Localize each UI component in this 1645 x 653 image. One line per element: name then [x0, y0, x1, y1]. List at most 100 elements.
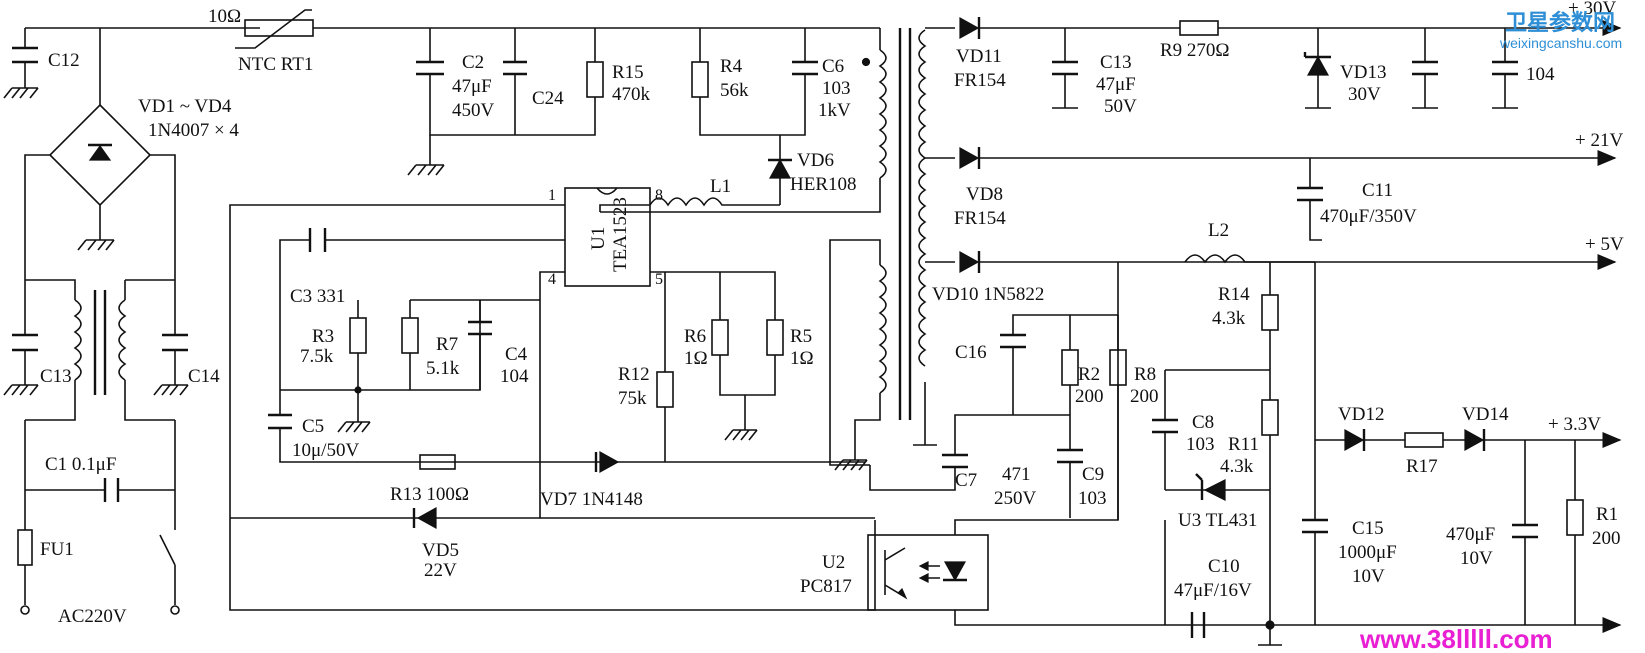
- label-r5: R5: [790, 326, 812, 347]
- label-cap470: 470μF: [1446, 524, 1495, 545]
- label-pin8: 8: [655, 187, 663, 204]
- label-u2: U2: [822, 552, 845, 573]
- label-c7-val: 471: [1002, 464, 1031, 485]
- label-pin1: 1: [548, 187, 556, 204]
- label-vd8-part: FR154: [954, 208, 1006, 229]
- label-out21: + 21V: [1575, 130, 1623, 151]
- label-r3: R3: [312, 326, 334, 347]
- label-c8: C8: [1192, 412, 1214, 433]
- label-rt1-value: 10Ω: [208, 6, 241, 27]
- watermark-top-cn: 卫星参数网: [1505, 10, 1615, 35]
- label-c15-volt: 10V: [1352, 566, 1385, 587]
- label-r15: R15: [612, 62, 644, 83]
- label-vd6: VD6: [797, 150, 834, 171]
- label-vd10: VD10 1N5822: [932, 284, 1044, 305]
- label-c5: C5: [302, 416, 324, 437]
- label-c12: C12: [48, 50, 80, 71]
- label-c9-val: 103: [1078, 488, 1107, 509]
- label-out30: + 30V: [1568, 0, 1616, 19]
- label-bridge: VD1 ~ VD4: [138, 96, 232, 117]
- input-section: [3, 9, 880, 615]
- label-u1-part: TEA1523: [610, 197, 631, 272]
- label-vd6-part: HER108: [790, 174, 857, 195]
- label-fu1: FU1: [40, 539, 74, 560]
- label-r8-val: 200: [1130, 386, 1159, 407]
- label-u1: U1: [588, 227, 609, 250]
- label-c2-volt: 450V: [452, 100, 495, 121]
- label-r12-val: 75k: [618, 388, 647, 409]
- label-vd5-val: 22V: [424, 560, 457, 581]
- watermark-top-url: weixingcanshu.com: [1499, 35, 1622, 51]
- label-r6-val: 1Ω: [684, 348, 708, 369]
- label-r17: R17: [1406, 456, 1438, 477]
- label-r13: R13 100Ω: [390, 484, 469, 505]
- label-vd5: VD5: [422, 540, 459, 561]
- label-c1: C1 0.1μF: [45, 454, 116, 475]
- label-vd12: VD12: [1338, 404, 1384, 425]
- label-c7-volt: 250V: [994, 488, 1037, 509]
- label-c13-cap: 47μF: [1096, 74, 1136, 95]
- label-r14: R14: [1218, 284, 1250, 305]
- label-c10-val: 47μF/16V: [1174, 580, 1252, 601]
- label-vd11: VD11: [956, 46, 1002, 67]
- label-bridge-part: 1N4007 × 4: [148, 120, 239, 141]
- primary-section: [229, 28, 1525, 626]
- label-rt1: NTC RT1: [238, 54, 313, 75]
- label-r1: R1: [1596, 504, 1618, 525]
- label-ac: AC220V: [58, 606, 127, 627]
- label-r7-val: 5.1k: [426, 358, 460, 379]
- label-vd13-val: 30V: [1348, 84, 1381, 105]
- label-r6: R6: [684, 326, 706, 347]
- watermarks: 卫星参数网 weixingcanshu.com www.38lllll.com: [1359, 10, 1622, 653]
- label-r4: R4: [720, 56, 743, 77]
- label-vd7: VD7 1N4148: [540, 489, 643, 510]
- component-labels: C12 10Ω NTC RT1 VD1 ~ VD4 1N4007 × 4 C13…: [40, 0, 1624, 627]
- label-c15-cap: 1000μF: [1338, 542, 1397, 563]
- label-vd14: VD14: [1462, 404, 1509, 425]
- label-c10: C10: [1208, 556, 1240, 577]
- label-l1: L1: [710, 176, 731, 197]
- label-c8-val: 103: [1186, 434, 1215, 455]
- label-vd13: VD13: [1340, 62, 1386, 83]
- label-cap470-volt: 10V: [1460, 548, 1493, 569]
- label-vd8: VD8: [966, 184, 1003, 205]
- label-c13-in: C13: [40, 366, 72, 387]
- label-r12: R12: [618, 364, 650, 385]
- label-c4-val: 104: [500, 366, 529, 387]
- label-r5-val: 1Ω: [790, 348, 814, 369]
- label-out5: + 5V: [1585, 234, 1624, 255]
- label-cap104: 104: [1526, 64, 1555, 85]
- watermark-bottom-url: www.38lllll.com: [1359, 624, 1553, 653]
- label-c6-val: 103: [822, 78, 851, 99]
- label-r14-val: 4.3k: [1212, 308, 1246, 329]
- label-c14: C14: [188, 366, 220, 387]
- label-c9: C9: [1082, 464, 1104, 485]
- label-vd11-part: FR154: [954, 70, 1006, 91]
- label-c15: C15: [1352, 518, 1384, 539]
- label-r1-val: 200: [1592, 528, 1621, 549]
- label-c3: C3 331: [290, 286, 345, 307]
- label-c11: C11: [1362, 180, 1393, 201]
- label-r11: R11: [1228, 434, 1259, 455]
- secondary-section: [869, 17, 1620, 646]
- label-r4-val: 56k: [720, 80, 749, 101]
- label-c16: C16: [955, 342, 987, 363]
- label-c6-volt: 1kV: [818, 100, 851, 121]
- label-c6: C6: [822, 56, 844, 77]
- label-u2-part: PC817: [800, 576, 852, 597]
- label-u3: U3 TL431: [1178, 510, 1257, 531]
- label-c2-cap: 47μF: [452, 76, 492, 97]
- label-c7: C7: [955, 470, 977, 491]
- label-r11-val: 4.3k: [1220, 456, 1254, 477]
- label-r2: R2: [1078, 364, 1100, 385]
- label-r3-val: 7.5k: [300, 346, 334, 367]
- label-c2: C2: [462, 52, 484, 73]
- label-r8: R8: [1134, 364, 1156, 385]
- label-c13-volt: 50V: [1104, 96, 1137, 117]
- label-r15-val: 470k: [612, 84, 651, 105]
- label-c13-out: C13: [1100, 52, 1132, 73]
- label-c4: C4: [505, 344, 528, 365]
- label-out33: + 3.3V: [1548, 414, 1601, 435]
- label-r9: R9 270Ω: [1160, 40, 1230, 61]
